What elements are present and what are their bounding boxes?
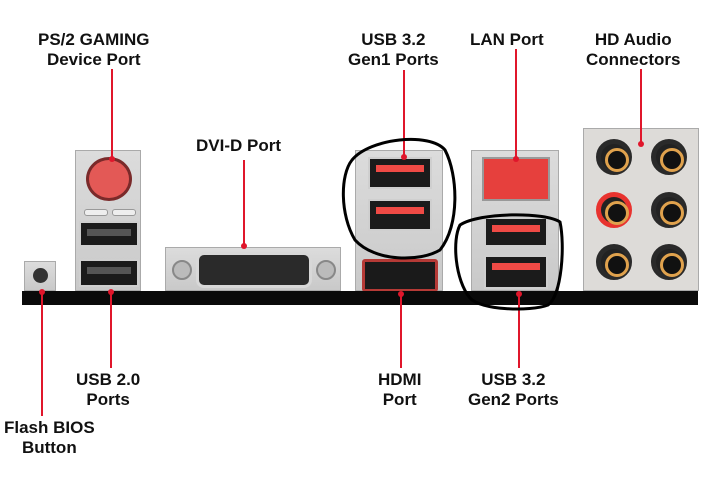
dvi-screw-right [316, 260, 336, 280]
callout-dot-audio [638, 141, 644, 147]
callout-dot-usb20 [108, 289, 114, 295]
callout-hdmi [400, 294, 402, 368]
usb32-gen2-port-top[interactable] [484, 217, 548, 247]
callout-audio [640, 69, 642, 144]
label-line: Flash BIOS [4, 418, 95, 437]
callout-dot-flash [39, 289, 45, 295]
hd-audio-panel [583, 128, 699, 291]
ps2-usb20-panel [75, 150, 141, 291]
button-cap [33, 268, 48, 283]
callout-ps2 [111, 69, 113, 158]
label-line: DVI-D Port [196, 136, 281, 155]
audio-jack-3[interactable] [596, 192, 632, 228]
circle-usb32-gen2 [454, 213, 564, 311]
callout-dvi [243, 160, 245, 245]
callout-usb32-gen2 [518, 294, 520, 368]
label-line: Gen2 Ports [468, 390, 559, 409]
label-usb32-gen2: USB 3.2 Gen2 Ports [468, 370, 559, 410]
callout-dot-usb32-gen2 [516, 291, 522, 297]
label-line: Connectors [586, 50, 681, 69]
label-line: USB 3.2 [481, 370, 546, 389]
lan-usb32-gen2-panel [471, 150, 559, 291]
ps2-port[interactable] [86, 157, 132, 201]
label-line: Ports [86, 390, 130, 409]
led-right [112, 209, 136, 216]
label-line: Gen1 Ports [348, 50, 439, 69]
callout-dot-lan [513, 156, 519, 162]
dvi-d-bracket [165, 247, 341, 291]
label-line: PS/2 GAMING [38, 30, 150, 49]
callout-dot-hdmi [398, 291, 404, 297]
callout-usb32-gen1 [403, 70, 405, 156]
label-line: LAN Port [470, 30, 544, 49]
dvi-screw-left [172, 260, 192, 280]
audio-jack-6[interactable] [651, 244, 687, 280]
hdmi-port[interactable] [362, 259, 438, 292]
label-flash-bios: Flash BIOS Button [4, 418, 95, 458]
label-line: Port [382, 390, 417, 409]
callout-dot-usb32-gen1 [401, 154, 407, 160]
usb20-port-bottom[interactable] [79, 259, 139, 287]
label-line: USB 3.2 [361, 30, 426, 49]
label-line: Device Port [46, 50, 141, 69]
label-lan-port: LAN Port [470, 30, 544, 50]
label-line: USB 2.0 [76, 370, 141, 389]
io-shield-base [22, 291, 698, 305]
label-ps2-port: PS/2 GAMING Device Port [38, 30, 149, 70]
label-hdmi: HDMI Port [378, 370, 421, 410]
usb20-port-top[interactable] [79, 221, 139, 247]
label-usb20: USB 2.0 Ports [76, 370, 140, 410]
callout-flash [41, 292, 43, 416]
label-dvi-port: DVI-D Port [196, 136, 281, 156]
usb32-gen1-port-bottom[interactable] [368, 199, 432, 231]
lan-port[interactable] [482, 157, 550, 201]
audio-jack-1[interactable] [596, 139, 632, 175]
label-line: Button [21, 438, 77, 457]
callout-lan [515, 49, 517, 158]
callout-dot-dvi [241, 243, 247, 249]
label-line: HDMI [378, 370, 422, 389]
audio-jack-4[interactable] [651, 192, 687, 228]
callout-usb20 [110, 292, 112, 368]
usb32-gen1-port-top[interactable] [368, 157, 432, 189]
dvi-d-port[interactable] [196, 252, 312, 288]
audio-jack-5[interactable] [596, 244, 632, 280]
audio-jack-2[interactable] [651, 139, 687, 175]
label-line: HD Audio [594, 30, 672, 49]
led-left [84, 209, 108, 216]
usb32-gen1-hdmi-panel [355, 150, 443, 292]
callout-dot-ps2 [109, 156, 115, 162]
usb32-gen2-port-bottom[interactable] [484, 255, 548, 289]
circle-usb32-gen1 [341, 137, 457, 260]
label-hd-audio: HD Audio Connectors [586, 30, 680, 70]
label-usb32-gen1: USB 3.2 Gen1 Ports [348, 30, 439, 70]
